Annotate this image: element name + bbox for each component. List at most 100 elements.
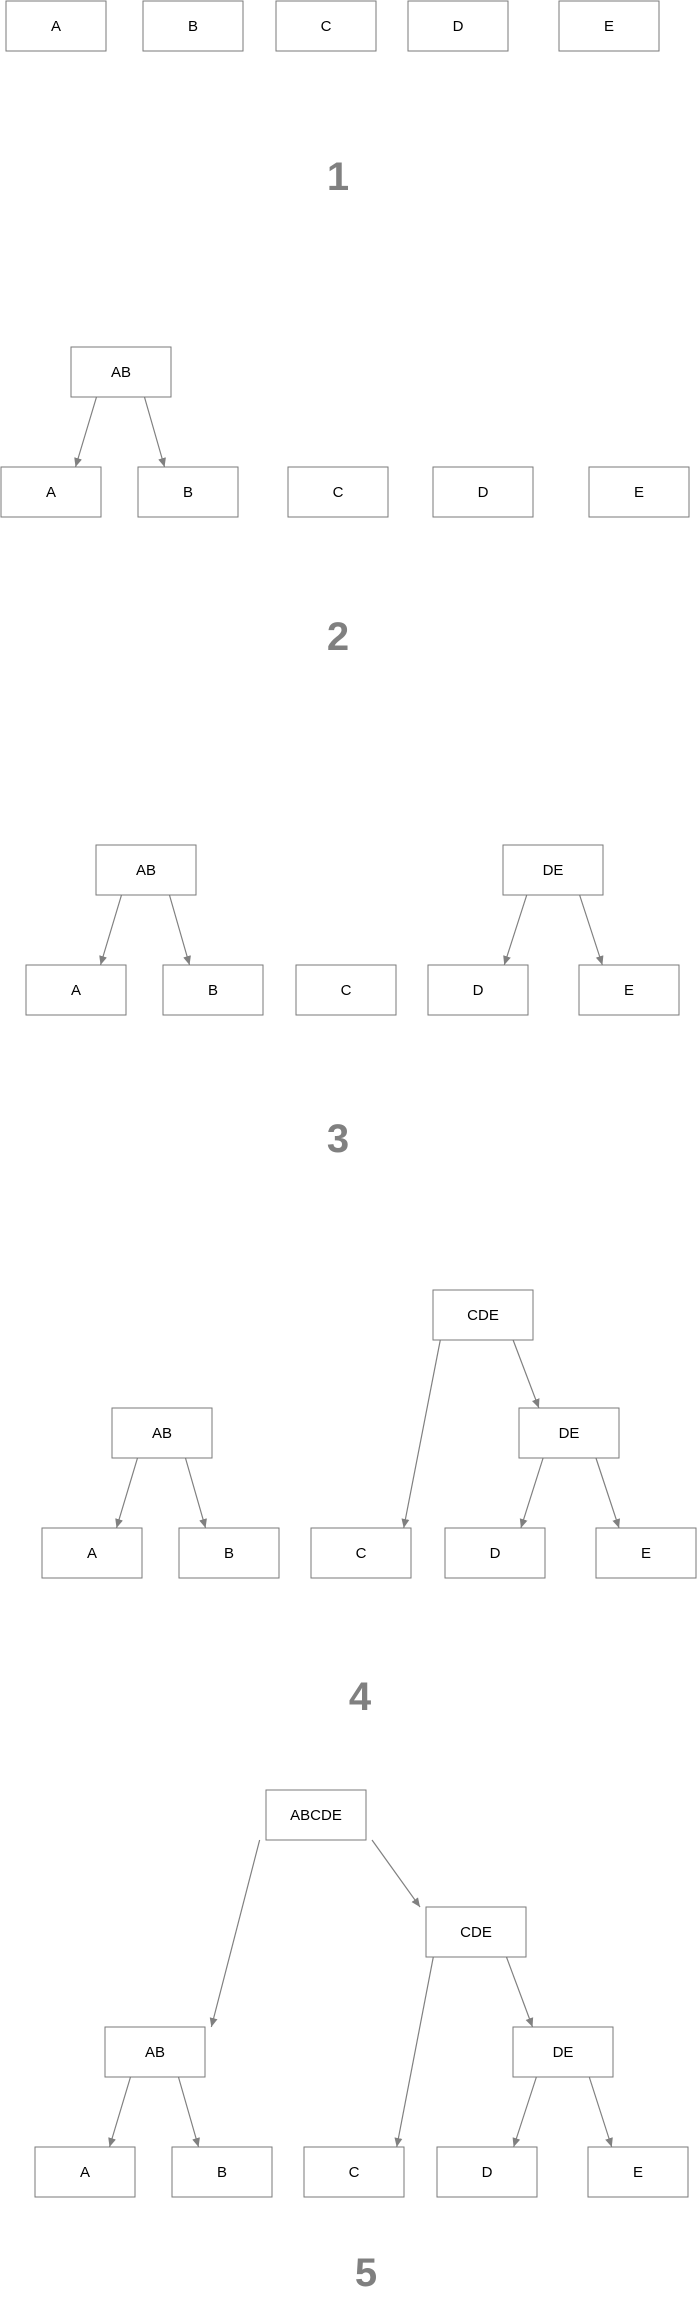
- node-cde: CDE: [432, 1289, 534, 1341]
- node-box: [95, 844, 197, 896]
- node-label: C: [321, 18, 332, 35]
- node-label: B: [208, 982, 218, 999]
- node-a: A: [25, 964, 127, 1016]
- edge-ab-to-a: [108, 2076, 132, 2148]
- edge-de-to-e: [588, 2076, 613, 2148]
- node-box: [0, 466, 102, 518]
- node-label: C: [341, 982, 352, 999]
- node-label: B: [188, 18, 198, 35]
- node-label: B: [183, 484, 193, 501]
- step-number: 3: [327, 1117, 349, 1161]
- node-de: DE: [512, 2026, 614, 2078]
- node-label: DE: [559, 1425, 580, 1442]
- node-box: [444, 1527, 546, 1579]
- edge-cde-to-c: [394, 1956, 434, 2148]
- node-label: D: [490, 1545, 501, 1562]
- node-b: B: [137, 466, 239, 518]
- node-d: D: [407, 0, 509, 52]
- node-label: A: [80, 2164, 90, 2181]
- edge-ab-to-b: [143, 396, 166, 468]
- node-label: A: [51, 18, 61, 35]
- edge-de-to-e: [579, 894, 604, 966]
- node-label: AB: [111, 364, 131, 381]
- node-box: [34, 2146, 136, 2198]
- node-box: [104, 2026, 206, 2078]
- node-box: [162, 964, 264, 1016]
- node-label: E: [634, 484, 644, 501]
- node-box: [502, 844, 604, 896]
- edge-cde-to-c: [401, 1339, 441, 1529]
- node-box: [407, 0, 509, 52]
- edge-de-to-d: [519, 1457, 544, 1529]
- node-box: [265, 1789, 367, 1841]
- node-a: A: [41, 1527, 143, 1579]
- node-b: B: [178, 1527, 280, 1579]
- node-abcde: ABCDE: [265, 1789, 367, 1841]
- edge-de-to-d: [512, 2076, 537, 2148]
- step-number: 2: [327, 615, 349, 659]
- node-b: B: [162, 964, 264, 1016]
- node-box: [275, 0, 377, 52]
- node-box: [425, 1906, 527, 1958]
- node-ab: AB: [95, 844, 197, 896]
- node-label: C: [333, 484, 344, 501]
- node-b: B: [142, 0, 244, 52]
- edge-de-to-e: [595, 1457, 621, 1529]
- node-c: C: [287, 466, 389, 518]
- node-box: [587, 2146, 689, 2198]
- node-label: A: [46, 484, 56, 501]
- node-e: E: [588, 466, 690, 518]
- step-number: 4: [349, 1675, 372, 1719]
- edge-abcde-to-ab: [209, 1839, 261, 2028]
- edge-ab-to-b: [177, 2076, 200, 2148]
- node-box: [303, 2146, 405, 2198]
- edge-ab-to-b: [168, 894, 191, 966]
- edge-de-to-d: [503, 894, 528, 966]
- node-label: CDE: [467, 1307, 499, 1324]
- node-box: [518, 1407, 620, 1459]
- node-label: A: [71, 982, 81, 999]
- node-de: DE: [518, 1407, 620, 1459]
- node-box: [5, 0, 107, 52]
- node-label: DE: [543, 862, 564, 879]
- node-box: [171, 2146, 273, 2198]
- node-box: [578, 964, 680, 1016]
- node-label: E: [641, 1545, 651, 1562]
- node-box: [142, 0, 244, 52]
- node-label: E: [633, 2164, 643, 2181]
- node-box: [178, 1527, 280, 1579]
- node-label: AB: [136, 862, 156, 879]
- edge-ab-to-b: [184, 1457, 207, 1529]
- node-a: A: [0, 466, 102, 518]
- node-label: D: [482, 2164, 493, 2181]
- node-label: AB: [145, 2044, 165, 2061]
- node-label: DE: [553, 2044, 574, 2061]
- edge-ab-to-a: [99, 894, 123, 966]
- node-label: ABCDE: [290, 1807, 342, 1824]
- node-box: [512, 2026, 614, 2078]
- edge-cde-to-de: [512, 1339, 540, 1409]
- node-box: [111, 1407, 213, 1459]
- node-label: C: [349, 2164, 360, 2181]
- node-box: [432, 466, 534, 518]
- node-cde: CDE: [425, 1906, 527, 1958]
- node-label: C: [356, 1545, 367, 1562]
- node-c: C: [303, 2146, 405, 2198]
- node-c: C: [295, 964, 397, 1016]
- node-box: [295, 964, 397, 1016]
- node-d: D: [432, 466, 534, 518]
- step-number: 5: [355, 2251, 377, 2295]
- node-e: E: [578, 964, 680, 1016]
- node-box: [137, 466, 239, 518]
- node-label: E: [604, 18, 614, 35]
- node-box: [70, 346, 172, 398]
- node-d: D: [444, 1527, 546, 1579]
- node-ab: AB: [104, 2026, 206, 2078]
- node-box: [432, 1289, 534, 1341]
- node-box: [588, 466, 690, 518]
- node-box: [558, 0, 660, 52]
